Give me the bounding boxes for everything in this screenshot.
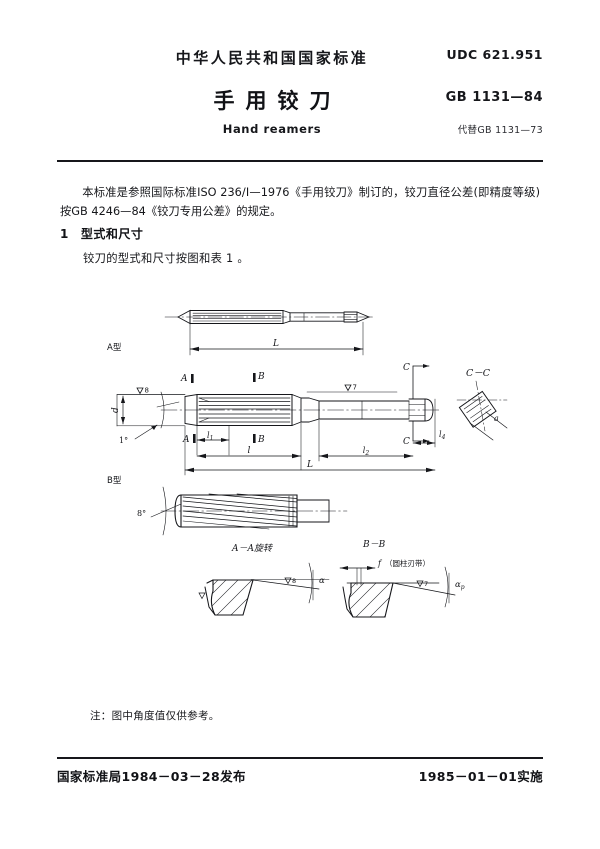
issuing-authority-and-date: 国家标准局1984－03－28发布	[57, 769, 246, 784]
reamer-technical-drawing: A型	[57, 295, 543, 655]
dimension-label-L-top: L	[272, 339, 279, 349]
surface-finish-mark-flutes: 8	[116, 387, 186, 395]
section-letter-c-top: C	[403, 363, 410, 373]
type-a-reamer-body	[164, 309, 376, 325]
dimension-label-l: l	[248, 446, 251, 456]
dimension-l2: l2	[318, 419, 414, 462]
section-aa-view: A－A旋转	[198, 543, 330, 616]
dimension-label-l4: l4	[439, 430, 446, 441]
surface-finish-mark-shank: 7	[306, 384, 398, 393]
dimension-l: l	[196, 422, 302, 471]
diameter-dimension: d	[111, 394, 186, 427]
scope-paragraph-text: 本标准是参照国际标准ISO 236/Ⅰ—1976《手用铰刀》制订的，铰刀直径公差…	[60, 186, 540, 218]
figure-note: 注：图中角度值仅供参考。	[90, 710, 220, 722]
scope-paragraph: 本标准是参照国际标准ISO 236/Ⅰ—1976《手用铰刀》制订的，铰刀直径公差…	[60, 183, 540, 221]
lead-angle-annotation: 1°	[119, 391, 180, 445]
clause-1-heading: 1 型式和尺寸	[60, 225, 143, 242]
header-divider-rule	[57, 160, 543, 162]
type-b-reamer-body: 8°	[137, 486, 348, 536]
dimension-label-l2: l2	[363, 446, 370, 457]
section-letter-b-top: B	[257, 372, 265, 382]
rake-angle-label: α	[319, 576, 325, 586]
lead-angle-label: 1°	[119, 436, 128, 445]
section-letter-b-bottom: B	[257, 435, 265, 445]
section-aa-label: A－A旋转	[231, 543, 273, 554]
section-mark-a-top: A	[180, 374, 194, 384]
page-title: 手用铰刀	[213, 89, 342, 113]
dimension-l1: l1	[196, 425, 230, 456]
standard-number: GB 1131—84	[445, 90, 543, 105]
bb-hatching	[349, 583, 393, 617]
dimension-L-main: L	[184, 425, 436, 476]
clause-1-text: 铰刀的型式和尺寸按图和表 1 。	[83, 252, 250, 265]
dimension-label-l1: l1	[207, 431, 213, 442]
dimension-label-L-main: L	[306, 460, 313, 470]
section-cc-view: C－C a	[456, 368, 508, 441]
helix-angle-label: 8°	[137, 509, 146, 518]
replaces-standard: 代替GB 1131—73	[457, 125, 543, 136]
section-mark-a-bottom: A	[182, 434, 196, 445]
dimension-label-a: a	[494, 414, 499, 423]
bb-tooth-outline	[348, 582, 394, 618]
land-note-label: （圆柱刃带）	[385, 558, 430, 568]
clause-1-number: 1	[60, 227, 69, 241]
english-subtitle: Hand reamers	[222, 122, 322, 136]
type-a-label: A型	[107, 343, 122, 353]
land-width-callout: f （圆柱刃带）	[339, 558, 430, 586]
section-cc-label: C－C	[466, 368, 491, 379]
section-letter-a-bottom: A	[182, 435, 190, 445]
aa-hatching	[211, 580, 253, 615]
finish-value-shank: 7	[353, 384, 357, 392]
aa-tooth-outline	[210, 579, 254, 616]
effective-date: 1985－01－01实施	[418, 769, 543, 784]
footer-divider-rule	[57, 757, 543, 759]
section-mark-b-top: B	[253, 372, 265, 382]
type-b-label: B型	[107, 476, 122, 486]
dimension-label-d: d	[111, 407, 121, 413]
reamer-drawing-svg: A型	[107, 309, 508, 618]
section-mark-c: C C	[403, 363, 430, 447]
type-a-length-dimension: L	[189, 321, 364, 356]
back-rake-angle-label: αp	[455, 580, 465, 591]
national-standard-heading: 中华人民共和国国家标准	[175, 49, 369, 67]
dimension-l4: l4	[412, 398, 446, 448]
section-letter-c-bottom: C	[403, 437, 410, 447]
clause-1-title: 型式和尺寸	[80, 227, 144, 241]
finish-value-flutes: 8	[145, 387, 149, 395]
udc-code: UDC 621.951	[446, 47, 543, 62]
section-letter-a-top: A	[180, 374, 188, 384]
main-reamer-body	[160, 393, 442, 427]
section-bb-view: B－B f （圆柱刃带）	[339, 540, 465, 618]
section-bb-label: B－B	[362, 540, 386, 550]
document-header: 中华人民共和国国家标准 手用铰刀 Hand reamers UDC 621.95…	[57, 42, 543, 147]
section-mark-b-bottom: B	[253, 434, 265, 445]
bb-finish-value: 7	[424, 580, 428, 588]
land-width-label: f	[377, 559, 383, 568]
aa-finish-value: 8	[292, 577, 296, 585]
